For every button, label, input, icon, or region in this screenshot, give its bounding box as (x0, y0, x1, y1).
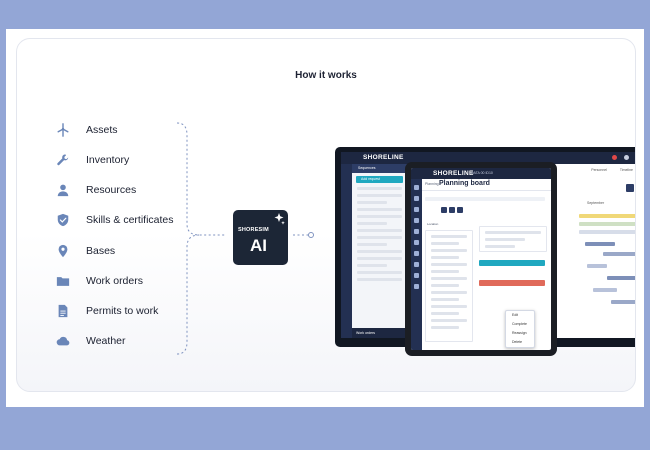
tab-timeline[interactable]: Timeline (619, 168, 633, 172)
tablet-sidebar (411, 179, 422, 350)
filter-bar (425, 197, 545, 201)
person-icon (55, 182, 71, 198)
laptop-topbar: SHORELINE (341, 152, 635, 164)
add-request-button[interactable]: Add request (356, 176, 403, 183)
page-frame: How it works Assets Inventory (6, 29, 644, 407)
gantt-bar[interactable] (587, 264, 607, 268)
tool-button[interactable] (457, 207, 463, 213)
wrench-icon (55, 152, 71, 168)
tool-button[interactable] (449, 207, 455, 213)
tablet-header: Planning Planning board (422, 179, 551, 191)
menu-item-edit[interactable]: Edit (512, 313, 519, 317)
cloud-icon (55, 333, 71, 349)
panel-header: Sequences (352, 164, 407, 173)
crew-list (425, 230, 473, 342)
how-it-works-card: How it works Assets Inventory (16, 38, 636, 392)
section-title: How it works (295, 70, 357, 81)
tablet-mockup: SHORELINE DATA 00 ID10 Planning Planning… (405, 162, 557, 356)
source-assets: Assets (55, 121, 118, 139)
menu-item-reassign[interactable]: Reassign (512, 331, 527, 335)
tab-personnel[interactable]: Personnel (591, 168, 607, 172)
document-icon (55, 303, 71, 319)
source-label: Bases (86, 245, 116, 257)
gantt-bar[interactable] (603, 252, 635, 256)
gantt-bar[interactable] (611, 300, 635, 304)
laptop-logo: SHORELINE (363, 154, 404, 161)
menu-item-complete[interactable]: Complete (512, 322, 527, 326)
gantt-bar[interactable] (579, 230, 635, 234)
map-pin-icon (55, 243, 71, 259)
tablet-top-text: DATA 00 ID10 (471, 171, 493, 175)
gantt-bar[interactable] (593, 288, 617, 292)
wind-turbine-icon (55, 122, 71, 138)
shoresim-ai-badge: SHORESIM AI (233, 210, 288, 265)
laptop-gantt: Personnel Timeline September (407, 164, 635, 338)
page-title: Planning board (439, 180, 490, 187)
source-label: Weather (86, 335, 126, 347)
badge-brand: SHORESIM (238, 227, 269, 233)
gantt-bar[interactable] (607, 276, 635, 280)
location-label: Location (427, 222, 439, 226)
laptop-sequences-panel: Sequences Add request (352, 164, 408, 338)
month-label: September (587, 201, 605, 205)
shield-check-icon (55, 212, 71, 228)
gantt-bar[interactable] (585, 242, 615, 246)
prev-button[interactable] (626, 184, 634, 192)
gantt-bar[interactable] (579, 222, 635, 226)
badge-ai-text: AI (250, 236, 267, 255)
source-label: Work orders (86, 275, 143, 287)
assignment-bar[interactable] (479, 280, 545, 286)
laptop-sidebar (341, 164, 352, 338)
notification-icon (612, 155, 617, 160)
source-permits: Permits to work (55, 302, 158, 320)
source-weather: Weather (55, 332, 126, 350)
source-label: Assets (86, 124, 118, 136)
tablet-topbar: SHORELINE DATA 00 ID10 (411, 168, 551, 179)
help-icon (624, 155, 629, 160)
source-label: Permits to work (86, 305, 159, 317)
source-inventory: Inventory (55, 151, 129, 169)
source-resources: Resources (55, 181, 136, 199)
tool-button[interactable] (441, 207, 447, 213)
breadcrumb[interactable]: Planning (425, 182, 439, 186)
context-menu: Edit Complete Reassign Delete (505, 310, 535, 348)
source-label: Resources (86, 184, 137, 196)
assignment-bar[interactable] (479, 260, 545, 266)
assignment-card[interactable] (479, 226, 547, 252)
work-orders-footer[interactable]: Work orders (352, 328, 407, 338)
folder-icon (55, 273, 71, 289)
connector-lines (176, 122, 314, 355)
menu-item-delete[interactable]: Delete (512, 340, 523, 344)
tablet-logo: SHORELINE (433, 170, 474, 177)
source-skills: Skills & certificates (55, 211, 174, 229)
source-label: Skills & certificates (86, 214, 174, 226)
sparkles-icon (271, 213, 285, 232)
source-bases: Bases (55, 242, 115, 260)
gantt-bar[interactable] (579, 214, 635, 218)
source-work-orders: Work orders (55, 272, 143, 290)
tablet-screen: SHORELINE DATA 00 ID10 Planning Planning… (411, 168, 551, 350)
source-label: Inventory (86, 154, 130, 166)
